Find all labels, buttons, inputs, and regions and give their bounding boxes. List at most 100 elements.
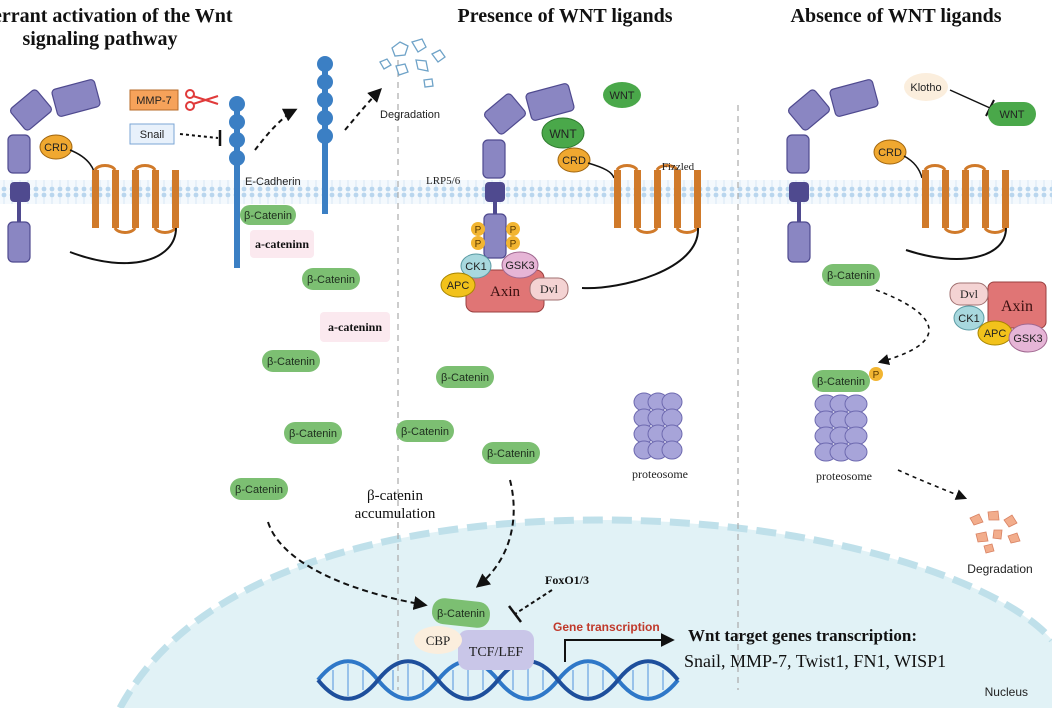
target-genes-title: Wnt target genes transcription:	[688, 626, 917, 645]
transcription-arrow	[564, 633, 675, 662]
arrow-right-to-proteosome	[875, 289, 930, 366]
crd-middle: CRD	[557, 147, 591, 173]
accumulation-line2: accumulation	[355, 506, 436, 522]
svg-text:a-cateninn: a-cateninn	[255, 237, 309, 251]
gene-transcription-label: Gene transcription	[553, 620, 660, 634]
mmp7-box	[129, 89, 179, 111]
wnt-right: WNT	[988, 102, 1036, 126]
accumulation-line1: β-catenin	[367, 488, 423, 504]
phospho-p1: P	[471, 222, 485, 236]
svg-text:CRD: CRD	[562, 155, 586, 167]
mmp7-label: MMP-7	[136, 95, 171, 107]
arrow-right-degradation	[897, 469, 968, 500]
phospho-p2: P	[471, 236, 485, 250]
arrow-cadherin-shed	[254, 108, 298, 151]
proteosome-right	[814, 394, 868, 462]
svg-text:β-Catenin: β-Catenin	[235, 484, 283, 496]
svg-text:Klotho: Klotho	[910, 82, 941, 94]
lrp-receptor-right	[786, 79, 879, 263]
proteosome-right-label: proteosome	[816, 469, 872, 483]
lrp-receptor-left	[7, 79, 101, 263]
svg-text:GSK3: GSK3	[1013, 333, 1042, 345]
svg-text:β-Catenin: β-Catenin	[267, 356, 315, 368]
wnt-free: WNT	[603, 82, 641, 108]
phospho-p3: P	[506, 222, 520, 236]
cbp: CBP	[414, 626, 462, 654]
svg-text:β-Catenin: β-Catenin	[487, 448, 535, 460]
crd-left-label: CRD	[44, 142, 68, 154]
b-catenin-right-free: β-Catenin	[822, 264, 880, 286]
svg-text:WNT: WNT	[549, 127, 577, 141]
tcf-lef: TCF/LEF	[458, 630, 534, 670]
svg-text:β-Catenin: β-Catenin	[827, 270, 875, 282]
b-catenin-free-3: β-Catenin	[284, 422, 342, 444]
frizzled-right	[905, 164, 1009, 260]
fizzled-label: Fizzled	[662, 161, 695, 173]
degradation-right-label: Degradation	[967, 562, 1032, 576]
klotho: Klotho	[904, 73, 948, 101]
svg-text:CRD: CRD	[878, 147, 902, 159]
dna-helix	[316, 659, 680, 701]
b-catenin-free-4: β-Catenin	[230, 478, 288, 500]
b-catenin-middle-3: β-Catenin	[482, 442, 540, 464]
title-left-line1: Aberrant activation of the Wnt	[0, 5, 233, 27]
proteosome-middle	[633, 392, 683, 460]
axin-complex-right: Axin Dvl CK1 APC GSK3	[949, 281, 1048, 353]
lrp-receptor-middle	[482, 83, 575, 259]
nucleus	[116, 516, 1052, 708]
b-catenin-right-phospho: β-Catenin P	[812, 367, 883, 392]
snail-label: Snail	[140, 129, 164, 141]
degradation-fragments-top	[379, 38, 446, 88]
target-genes-list: Snail, MMP-7, Twist1, FN1, WISP1	[684, 651, 946, 671]
arrow-accumulation-to-nucleus	[267, 521, 428, 610]
svg-text:β-Catenin: β-Catenin	[437, 608, 485, 620]
crd-right: CRD	[873, 139, 907, 165]
svg-text:APC: APC	[984, 328, 1007, 340]
svg-text:β-Catenin: β-Catenin	[441, 372, 489, 384]
svg-text:β-Catenin: β-Catenin	[244, 210, 292, 222]
svg-text:Axin: Axin	[1001, 298, 1033, 315]
svg-text:P: P	[510, 239, 517, 250]
proteosome-middle-label: proteosome	[632, 467, 688, 481]
svg-text:Axin: Axin	[490, 284, 521, 300]
scissors-icon	[185, 89, 219, 111]
a-catenin-2: a-cateninn	[320, 312, 390, 342]
e-cadherin-label: E-Cadherin	[245, 176, 301, 188]
b-catenin-middle-2: β-Catenin	[396, 420, 454, 442]
svg-text:WNT: WNT	[999, 109, 1024, 121]
foxo-inhibition-line	[514, 589, 553, 615]
phospho-p4: P	[506, 236, 520, 250]
svg-text:Dvl: Dvl	[960, 287, 979, 301]
svg-text:P: P	[510, 225, 517, 236]
svg-text:CK1: CK1	[958, 313, 979, 325]
e-cadherin-membrane	[229, 96, 245, 268]
svg-text:β-Catenin: β-Catenin	[817, 376, 865, 388]
b-catenin-free-2: β-Catenin	[262, 350, 320, 372]
svg-text:P: P	[475, 225, 482, 236]
lrp-label: LRP5/6	[426, 175, 461, 187]
svg-text:β-Catenin: β-Catenin	[289, 428, 337, 440]
svg-text:P: P	[475, 239, 482, 250]
svg-text:Dvl: Dvl	[540, 282, 559, 296]
crd-left	[39, 134, 73, 160]
a-catenin-1: a-cateninn	[250, 230, 314, 258]
svg-text:CK1: CK1	[465, 261, 486, 273]
degradation-top-label: Degradation	[380, 109, 440, 121]
snail-box	[129, 123, 175, 145]
svg-text:CBP: CBP	[426, 633, 451, 648]
svg-text:β-Catenin: β-Catenin	[401, 426, 449, 438]
axin-complex-middle: Axin CK1 GSK3 APC Dvl	[440, 251, 569, 313]
frizzled-middle	[581, 164, 701, 290]
title-middle: Presence of WNT ligands	[457, 5, 672, 27]
svg-text:APC: APC	[447, 280, 470, 292]
b-catenin-membrane: β-Catenin	[240, 205, 296, 225]
svg-text:WNT: WNT	[609, 90, 634, 102]
nucleus-label: Nucleus	[985, 685, 1028, 699]
e-cadherin-shed	[317, 56, 333, 214]
title-right: Absence of WNT ligands	[791, 5, 1002, 27]
arrow-cadherin-degradation	[344, 88, 382, 131]
b-catenin-nucleus: β-Catenin	[431, 598, 491, 628]
svg-text:TCF/LEF: TCF/LEF	[469, 645, 524, 660]
